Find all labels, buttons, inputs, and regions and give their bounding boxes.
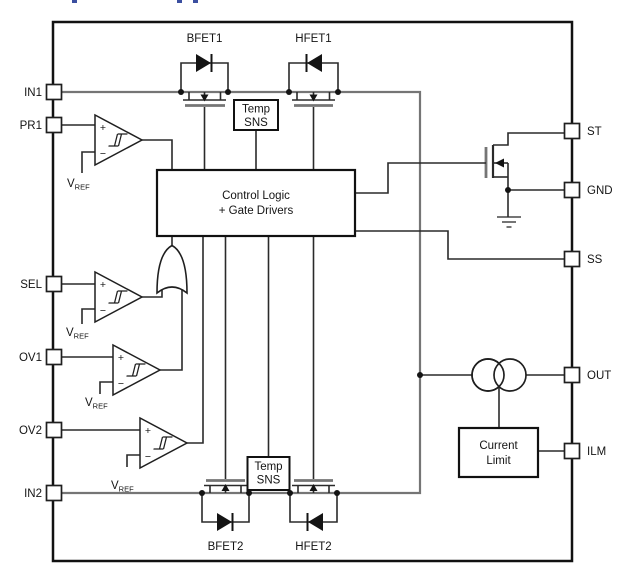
st-fet-gate-wire bbox=[355, 162, 486, 194]
pin-label-ss: SS bbox=[587, 254, 603, 266]
pr1-comparator-icon bbox=[94, 113, 144, 167]
bfet2-body-diode-icon bbox=[217, 513, 232, 531]
hysteresis-icon bbox=[126, 363, 146, 377]
pr1-minus: − bbox=[100, 148, 106, 160]
pin-ilm bbox=[563, 442, 581, 460]
current-limit-box bbox=[457, 426, 540, 479]
bfet1-body-diode-icon bbox=[196, 54, 211, 72]
pin-label-sel: SEL bbox=[20, 279, 42, 291]
control-logic-line1: Control Logic bbox=[222, 190, 290, 202]
pin-label-st: ST bbox=[587, 126, 602, 138]
diode-symbols bbox=[196, 54, 323, 531]
ss-wire bbox=[355, 230, 564, 260]
pin-squares bbox=[45, 83, 581, 502]
sel-vref-label: VREF bbox=[66, 327, 89, 341]
ground-icon bbox=[497, 216, 521, 228]
hfet2-body-diode-icon bbox=[308, 513, 323, 531]
temp-sns-bottom-line2: SNS bbox=[257, 475, 281, 487]
pin-in1 bbox=[45, 83, 63, 101]
pin-label-ov1: OV1 bbox=[19, 352, 42, 364]
temp-sns-top-line2: SNS bbox=[244, 117, 268, 129]
bfet1-diode-loop bbox=[180, 62, 229, 92]
hfet1-arrow-icon bbox=[309, 94, 318, 102]
pr1-plus: + bbox=[100, 122, 106, 134]
pin-sel bbox=[45, 275, 63, 293]
hysteresis-icon bbox=[153, 436, 173, 450]
pin-pr1 bbox=[45, 116, 63, 134]
pin-st bbox=[563, 122, 581, 140]
ov2-vref-stub bbox=[126, 454, 140, 467]
temp-sns-top-line1: Temp bbox=[242, 104, 270, 116]
or-gate-icon bbox=[156, 244, 188, 295]
pin-label-in1: IN1 bbox=[24, 87, 42, 99]
pin-ss bbox=[563, 250, 581, 268]
hfet1-diode-loop bbox=[288, 62, 339, 92]
sel-vref-stub bbox=[81, 308, 95, 324]
ov1-vref-label: VREF bbox=[85, 397, 108, 411]
ov2-comparator-icon bbox=[139, 416, 189, 470]
control-logic-box bbox=[155, 168, 357, 238]
ov1-minus: − bbox=[118, 378, 124, 390]
pr1-vref-label: VREF bbox=[67, 178, 90, 192]
ov1-plus: + bbox=[118, 352, 124, 364]
ov1-comp-output bbox=[160, 288, 183, 371]
hysteresis-icon bbox=[108, 290, 128, 304]
sel-comparator-icon bbox=[94, 270, 144, 324]
pin-in2 bbox=[45, 484, 63, 502]
pin-label-out: OUT bbox=[587, 370, 611, 382]
hfet2-label: HFET2 bbox=[295, 541, 331, 553]
hfet2-arrow-icon bbox=[309, 484, 318, 491]
pin-label-in2: IN2 bbox=[24, 488, 42, 500]
hfet1-body-diode-icon bbox=[307, 54, 322, 72]
junction-dots bbox=[178, 89, 511, 496]
bfet1-label: BFET1 bbox=[187, 33, 223, 45]
pr1-vref-stub bbox=[81, 151, 95, 173]
comparators bbox=[94, 113, 189, 470]
hysteresis-icon bbox=[108, 133, 128, 147]
bfet1-arrow-icon bbox=[200, 94, 209, 102]
ov1-comparator-icon bbox=[112, 343, 162, 397]
hfet2-diode-loop bbox=[289, 493, 338, 523]
temp-sns-bottom-line1: Temp bbox=[254, 461, 282, 473]
ov2-vref-label: VREF bbox=[111, 480, 134, 494]
temp-sns-bottom-box bbox=[246, 456, 291, 491]
pin-ov1 bbox=[45, 348, 63, 366]
pin-label-ilm: ILM bbox=[587, 446, 606, 458]
pin-ov2 bbox=[45, 421, 63, 439]
temp-sns-top-box bbox=[233, 99, 279, 131]
ov2-minus: − bbox=[145, 451, 151, 463]
bfet2-label: BFET2 bbox=[208, 541, 244, 553]
control-logic-line2: + Gate Drivers bbox=[219, 205, 294, 217]
pin-label-gnd: GND bbox=[587, 185, 613, 197]
hfet1-label: HFET1 bbox=[295, 33, 331, 45]
pin-out bbox=[563, 366, 581, 384]
sel-plus: + bbox=[100, 279, 106, 291]
labels: IN1 PR1 SEL OV1 OV2 IN2 ST GND SS OUT IL… bbox=[19, 33, 613, 553]
pr1-comp-output bbox=[142, 139, 173, 170]
bfet2-diode-loop bbox=[201, 493, 250, 523]
pin-label-pr1: PR1 bbox=[20, 120, 42, 132]
ov2-plus: + bbox=[145, 425, 151, 437]
ov1-vref-stub bbox=[99, 381, 113, 394]
cropped-text-fragments bbox=[72, 0, 198, 3]
current-limit-line2: Limit bbox=[486, 455, 511, 467]
current-sense-icon bbox=[471, 358, 527, 392]
current-limit-line1: Current bbox=[479, 440, 518, 452]
gate-plates bbox=[185, 104, 521, 482]
sel-minus: − bbox=[100, 305, 106, 317]
pin-gnd bbox=[563, 181, 581, 199]
st-fet-arrow-icon bbox=[495, 158, 504, 168]
in1-power-rail bbox=[61, 90, 422, 495]
bfet2-arrow-icon bbox=[221, 484, 230, 491]
mosfet-body-arrows bbox=[200, 94, 504, 491]
function-blocks bbox=[155, 99, 540, 491]
sel-comp-output bbox=[142, 288, 163, 298]
pin-label-ov2: OV2 bbox=[19, 425, 42, 437]
ov2-comp-output bbox=[187, 236, 204, 444]
st-fet-drain-wire bbox=[493, 132, 564, 146]
